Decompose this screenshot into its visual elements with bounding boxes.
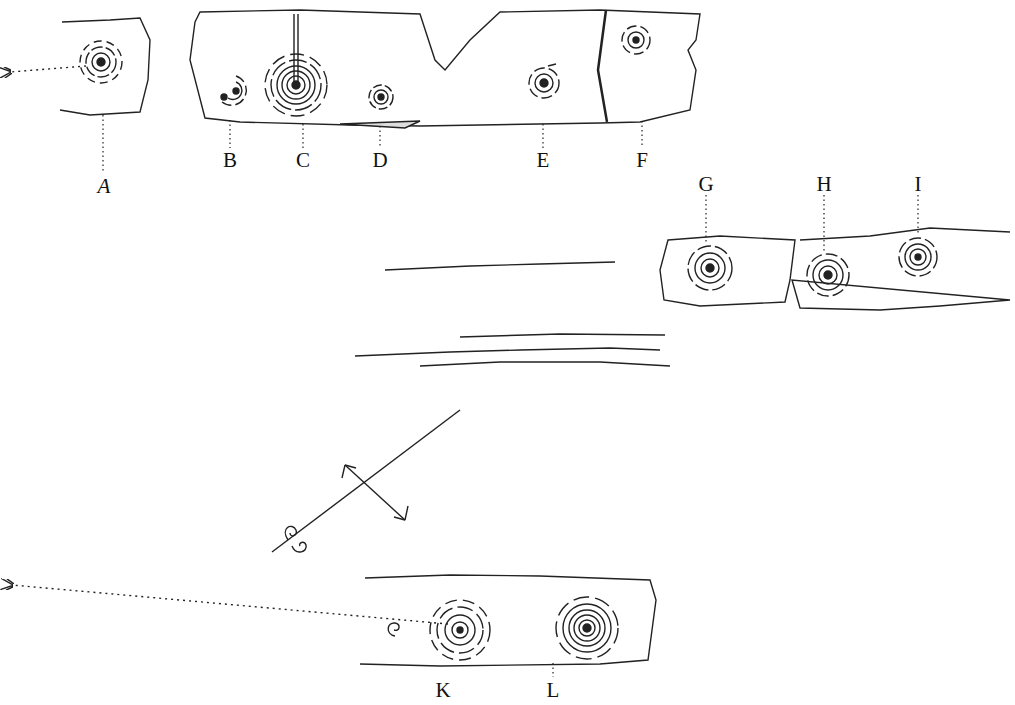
crack-line (598, 10, 607, 122)
cup-and-rings (899, 238, 937, 276)
cup-and-rings (556, 597, 618, 659)
callout-letter: L (547, 680, 560, 701)
direction-arrow (10, 66, 86, 72)
callout-letter: E (537, 150, 550, 171)
callout-letter: A (98, 176, 111, 197)
cup-and-rings (688, 246, 732, 290)
cup-and-rings (622, 26, 650, 54)
cup-and-rings (80, 41, 122, 83)
cup-and-rings (430, 600, 490, 660)
callout-letter: C (296, 150, 310, 171)
callout-letter: F (636, 150, 648, 171)
cup-and-rings (529, 64, 559, 98)
callout-letter: G (698, 174, 713, 195)
callout-letter: H (816, 174, 831, 195)
callout-letter: D (372, 150, 387, 171)
cup-and-rings (807, 254, 849, 296)
callout-letter: B (223, 150, 237, 171)
cup-and-rings (265, 14, 327, 116)
leader-lines (103, 115, 918, 677)
spiral-mark (388, 623, 399, 636)
cup-and-rings (221, 76, 246, 105)
rock-streak (460, 334, 665, 337)
callout-letter: I (915, 174, 922, 195)
rock-streak (355, 348, 670, 366)
direction-arrow (12, 585, 448, 624)
callout-letter: K (435, 680, 450, 701)
rock-streak (385, 262, 615, 270)
compass-symbol (272, 410, 460, 552)
stone-outline (190, 10, 700, 126)
stone-outline (660, 236, 795, 306)
stone-outline (792, 228, 1010, 310)
cup-and-rings (369, 85, 393, 109)
